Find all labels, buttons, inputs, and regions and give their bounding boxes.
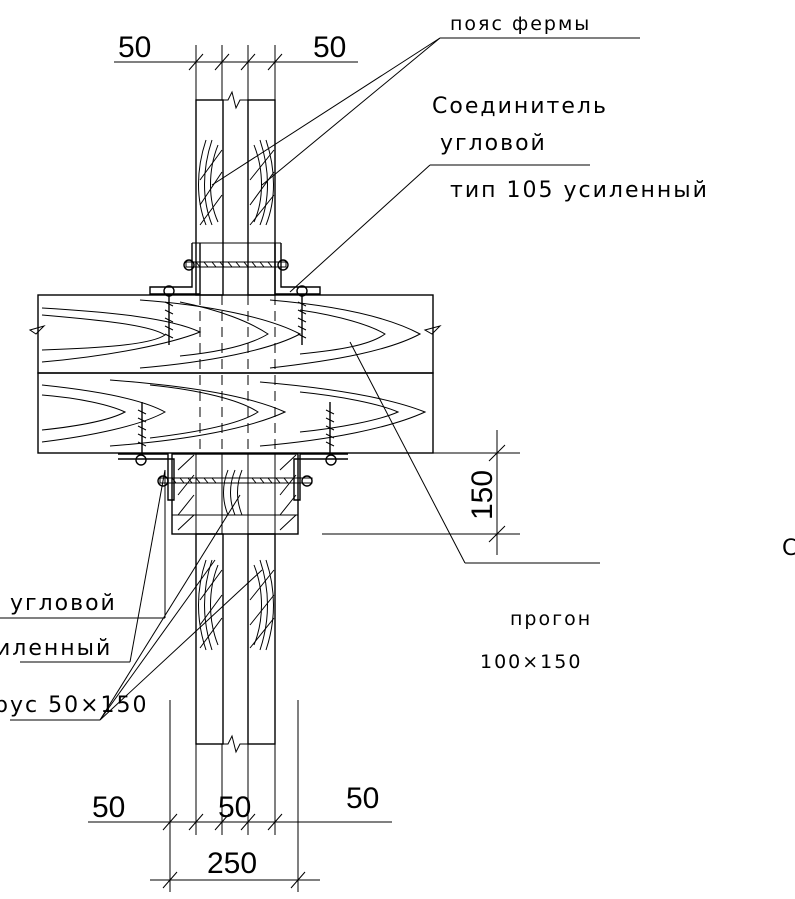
label-left-line2: иленный — [0, 636, 112, 661]
dim-top-right: 50 — [313, 31, 346, 64]
dim-top-left: 50 — [118, 31, 151, 64]
label-connector-line2: угловой — [440, 131, 547, 156]
height-dimension: 150 — [322, 430, 520, 555]
top-dimension-chain: 50 50 — [114, 31, 358, 100]
label-edge-letter: С — [782, 536, 795, 561]
leader-purlin: прогон 100×150 — [349, 341, 600, 673]
label-purlin-line1: прогон — [510, 608, 592, 630]
dim-bottom-mid: 50 — [218, 791, 251, 824]
upper-truss-chords — [195, 90, 276, 296]
label-connector-line1: Соединитель — [432, 94, 608, 119]
label-truss-chord: пояс фермы — [450, 13, 591, 35]
lower-blocking-and-chords — [171, 453, 299, 754]
label-left-line1: угловой — [10, 591, 117, 616]
leader-truss-chord: пояс фермы — [211, 13, 640, 186]
label-connector-line3: тип 105 усиленный — [450, 178, 709, 203]
leader-left-labels: угловой иленный рус 50×150 — [0, 469, 263, 721]
dim-bottom-total: 250 — [207, 847, 257, 880]
label-left-line3: рус 50×150 — [0, 693, 149, 718]
dim-bottom-left: 50 — [92, 791, 125, 824]
purlin-beam — [28, 294, 442, 455]
label-purlin-line2: 100×150 — [480, 651, 582, 673]
dim-height: 150 — [466, 470, 499, 520]
dim-bottom-right: 50 — [346, 782, 379, 815]
leader-upper-connector: Соединитель угловой тип 105 усиленный — [289, 94, 709, 293]
bottom-dimension-chain: 50 50 50 250 — [88, 700, 392, 892]
